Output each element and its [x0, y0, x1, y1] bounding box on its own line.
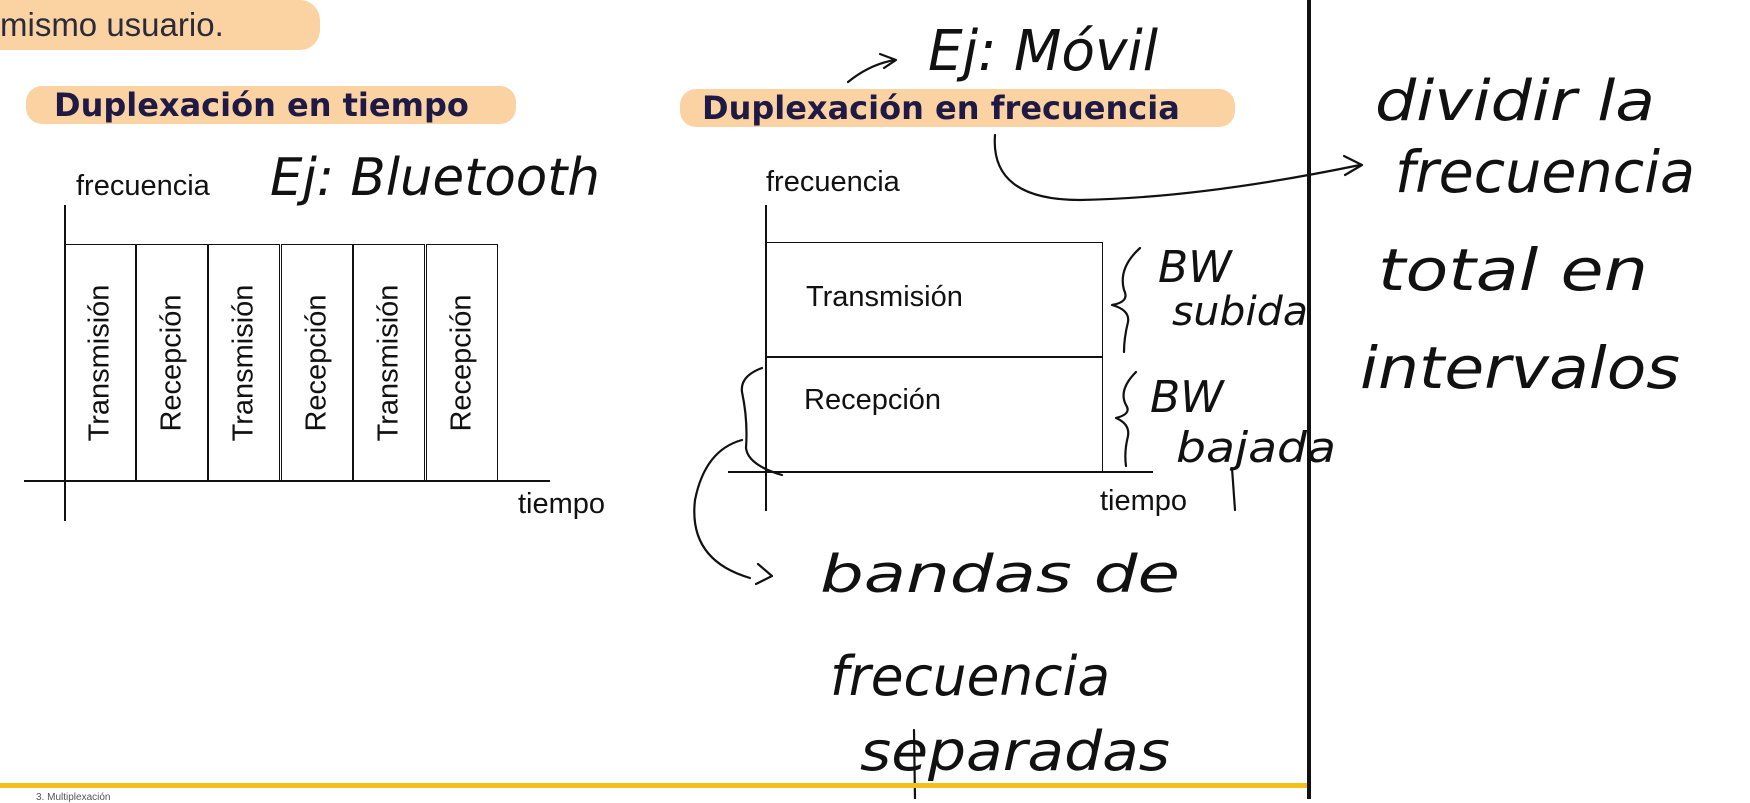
side-arrow-head [1342, 154, 1364, 177]
right-band-tx-label: Transmisión [806, 281, 963, 313]
right-title-text: Duplexación en frecuencia [702, 89, 1180, 127]
left-x-axis-label: tiempo [518, 488, 606, 520]
footer-rule [0, 783, 1309, 788]
bluetooth-note: Ej: Bluetooth [270, 148, 600, 208]
left-x-axis [24, 480, 550, 482]
bw-down-1: BW [1150, 372, 1225, 423]
rx-brace [740, 366, 784, 477]
left-slot-4: Recepción [281, 244, 353, 481]
right-band-rx: Recepción [765, 356, 1103, 473]
left-title-text: Duplexación en tiempo [54, 86, 469, 124]
left-slot-2: Recepción [136, 244, 208, 481]
bw-up-2: subida [1172, 289, 1308, 335]
bands-note-3: separadas [860, 720, 1170, 783]
bands-arrow-head [754, 562, 774, 586]
tick-mark [1230, 466, 1237, 512]
bands-note-2: frecuencia [830, 645, 1110, 708]
right-band-tx: Transmisión [765, 242, 1103, 358]
left-y-axis-label: frecuencia [76, 170, 210, 202]
movil-note: Ej: Móvil [928, 19, 1158, 84]
left-diagram-title: Duplexación en tiempo [26, 86, 516, 124]
right-y-axis [765, 205, 767, 511]
side-note-2: frecuencia [1395, 138, 1695, 206]
page-divider [1307, 0, 1311, 799]
left-y-axis [64, 205, 66, 521]
brace-down [1114, 370, 1138, 468]
side-note-3: total en [1378, 236, 1648, 304]
header-text-label: mismo usuario. [0, 6, 224, 43]
brace-up [1110, 246, 1142, 354]
movil-arrow [846, 58, 897, 84]
footer-text: 3. Multiplexación [36, 792, 111, 803]
right-x-axis-label: tiempo [1100, 485, 1188, 517]
right-y-axis-label: frecuencia [766, 166, 900, 198]
side-arrow [993, 133, 1362, 202]
side-note-1: dividir la [1375, 69, 1655, 134]
movil-arrow-head [878, 52, 898, 70]
bands-arrow [693, 438, 752, 580]
side-note-4: intervalos [1360, 334, 1680, 402]
right-diagram-title: Duplexación en frecuencia [680, 89, 1235, 127]
left-slot-3: Transmisión [208, 244, 280, 481]
header-text: mismo usuario. [0, 0, 320, 50]
bands-note-1: bandas de [820, 545, 1180, 605]
right-band-rx-label: Recepción [804, 384, 942, 416]
left-slot-1: Transmisión [64, 244, 136, 481]
left-slot-5: Transmisión [353, 244, 425, 481]
left-slot-6: Recepción [426, 244, 498, 481]
bw-down-2: bajada [1176, 423, 1336, 472]
bw-up-1: BW [1158, 242, 1233, 293]
